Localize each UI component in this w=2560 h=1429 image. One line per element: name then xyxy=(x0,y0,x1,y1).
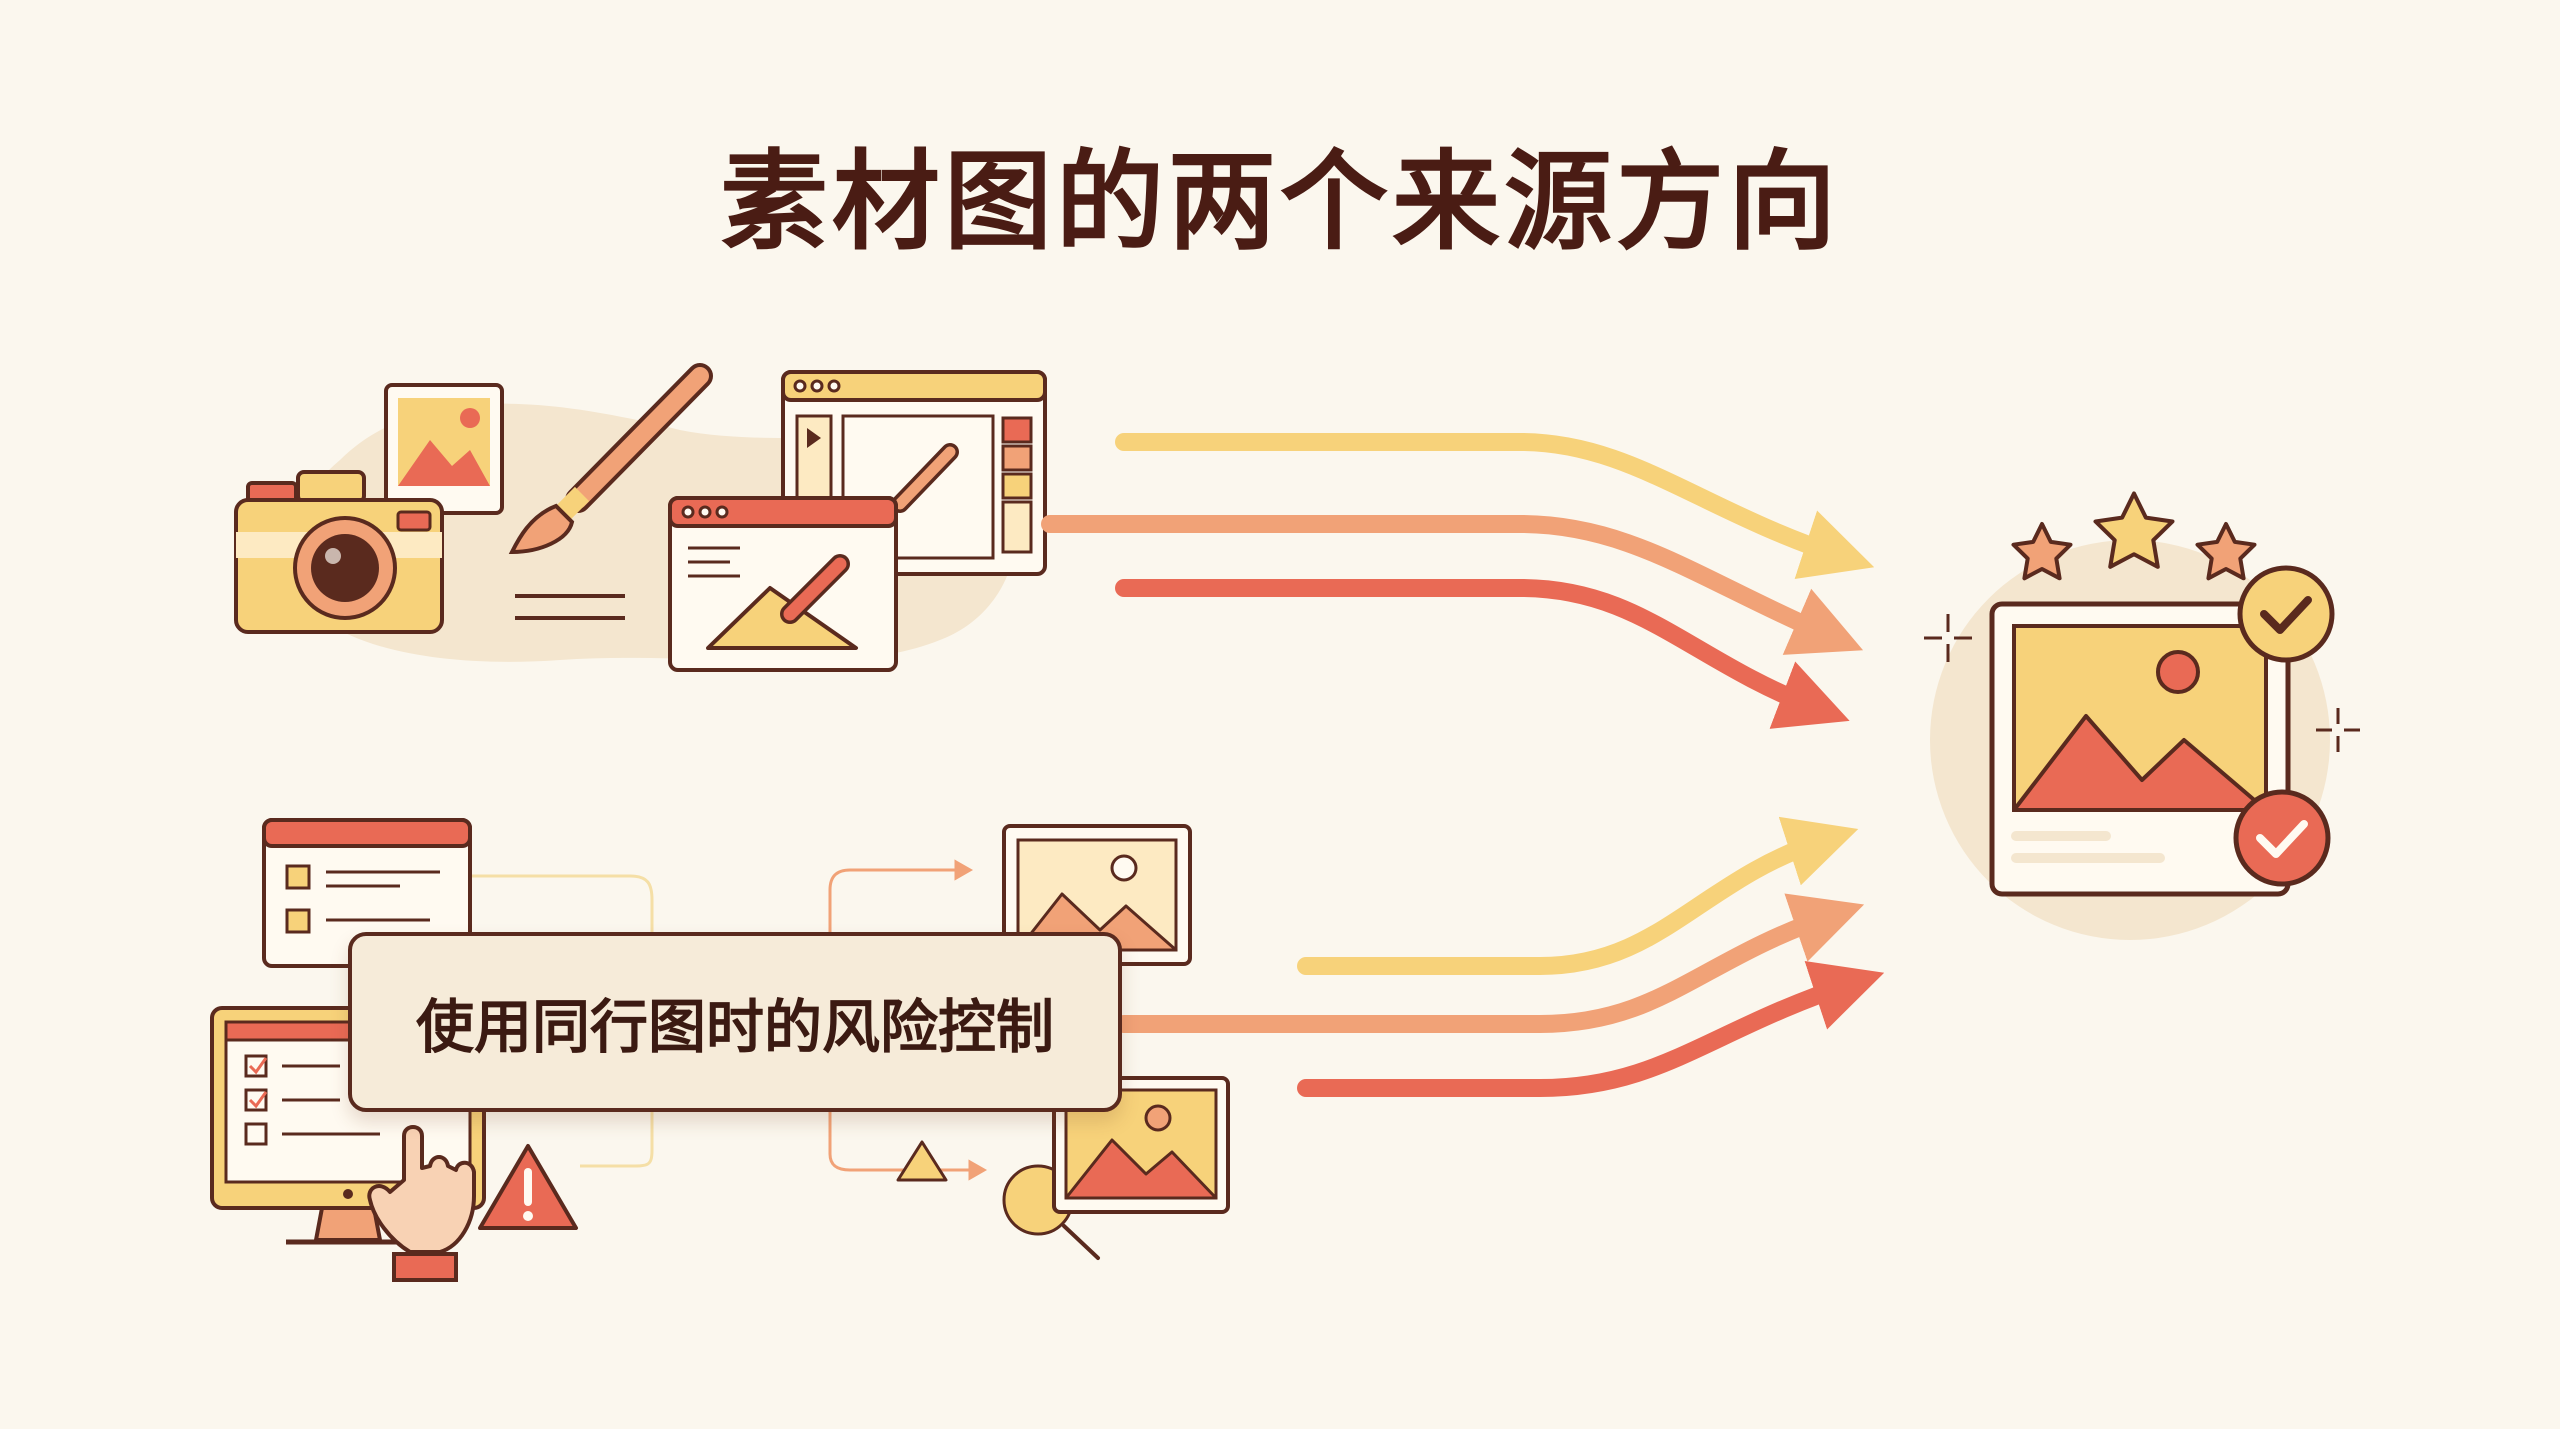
risk-control-label: 使用同行图时的风险控制 xyxy=(415,993,1054,1061)
star-icon xyxy=(2093,491,2175,569)
check-badge-icon xyxy=(2233,789,2331,887)
hand-pointer-icon xyxy=(367,1125,476,1282)
sparkle-icon xyxy=(1924,614,1972,662)
drawing-window-icon xyxy=(668,496,898,672)
camera-icon xyxy=(234,470,444,634)
risk-control-label-box: 使用同行图时的风险控制 xyxy=(348,932,1122,1112)
check-badge-icon xyxy=(2237,565,2335,663)
checklist-icon xyxy=(262,818,472,968)
final-image-icon xyxy=(1989,601,2291,897)
page-title: 素材图的两个来源方向 xyxy=(719,140,1840,265)
star-icon xyxy=(2011,522,2073,581)
triangle-marker-icon xyxy=(896,1140,948,1182)
warning-icon xyxy=(478,1144,578,1230)
star-icon xyxy=(2195,522,2257,581)
lower-arrow-red xyxy=(1297,961,1885,1097)
upper-arrow-red xyxy=(1115,579,1850,729)
upper-arrow-yellow xyxy=(1115,433,1875,579)
upper-arrows xyxy=(1041,433,1875,729)
lower-arrow-orange xyxy=(1115,893,1865,1033)
sparkle-icon xyxy=(2316,708,2360,752)
paintbrush-icon xyxy=(508,363,713,620)
photo-icon xyxy=(384,383,504,515)
upper-arrow-orange xyxy=(1041,515,1864,655)
lower-arrows xyxy=(1115,816,1885,1097)
lower-arrow-yellow xyxy=(1297,816,1859,975)
